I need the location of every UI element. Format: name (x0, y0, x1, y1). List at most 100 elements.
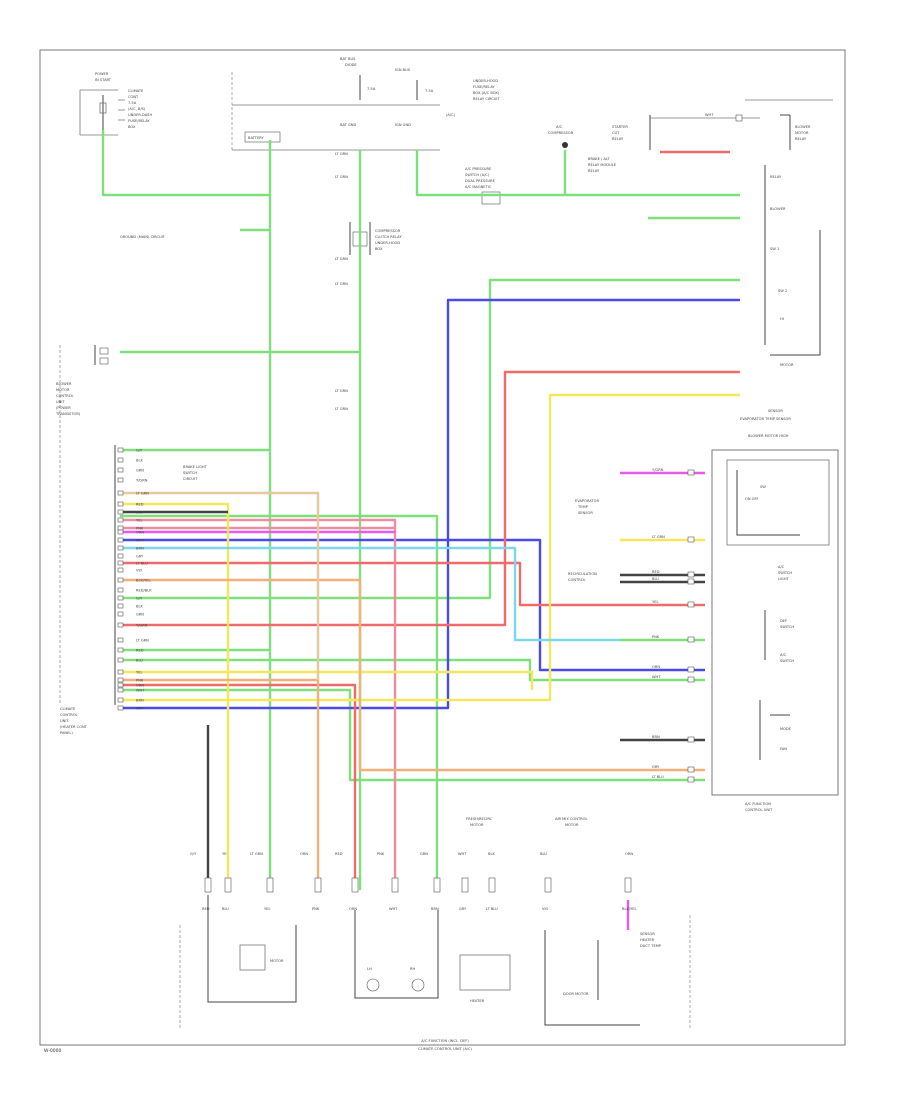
wire-green-4 (415, 150, 740, 197)
svg-text:SWITCH (A/C): SWITCH (A/C) (465, 173, 490, 177)
left-pin (117, 501, 124, 507)
svg-text:WHT: WHT (705, 113, 714, 117)
bottom-connector (433, 877, 441, 893)
svg-text:BOX: BOX (128, 125, 136, 129)
left-pin (117, 553, 124, 559)
right-pin (687, 601, 695, 608)
left-pin-label: YEL (136, 671, 142, 675)
svg-text:PANEL): PANEL) (60, 731, 73, 735)
svg-text:IN START: IN START (95, 78, 112, 82)
left-pin (117, 647, 124, 653)
svg-text:ORN: ORN (300, 852, 308, 856)
left-pin (117, 677, 124, 683)
svg-text:BOX (A/C BOX): BOX (A/C BOX) (473, 91, 500, 95)
svg-text:CIRCUIT: CIRCUIT (183, 477, 198, 481)
svg-text:7.5A: 7.5A (367, 87, 376, 91)
wire-blue-16 (120, 298, 740, 710)
svg-text:IGN BUS: IGN BUS (395, 68, 411, 72)
svg-text:RELAY: RELAY (612, 137, 624, 141)
bottom-connector (391, 877, 399, 893)
left-pin-label: LT GRN (136, 639, 149, 643)
right-pin-label: Y/GRN (652, 468, 664, 472)
svg-text:FUSE/RELAY: FUSE/RELAY (128, 119, 150, 123)
wire-red-18 (120, 683, 357, 890)
right-pin (687, 636, 695, 643)
left-pin-label: GRN (136, 469, 144, 473)
svg-text:PNK: PNK (377, 852, 385, 856)
right-pin (687, 469, 695, 476)
svg-text:A/C: A/C (778, 565, 785, 569)
svg-text:(A/C, B/S): (A/C, B/S) (128, 107, 146, 111)
footer-title-line1: A/C FUNCTION (INCL. DEF) (421, 1039, 469, 1043)
left-pin (117, 447, 124, 453)
svg-text:RELAY CIRCUIT: RELAY CIRCUIT (473, 97, 500, 101)
svg-text:DOOR MOTOR: DOOR MOTOR (563, 992, 589, 996)
svg-text:SENSOR: SENSOR (578, 511, 593, 515)
svg-text:UNIT: UNIT (56, 400, 65, 404)
wire-red-17 (120, 561, 705, 607)
svg-text:CLIMATE: CLIMATE (60, 707, 76, 711)
wire-green-8 (120, 514, 439, 890)
left-pin-label: GRY (136, 707, 144, 711)
left-pin (117, 545, 124, 551)
left-pin (117, 669, 124, 675)
svg-text:DUCT TEMP: DUCT TEMP (640, 944, 662, 948)
left-pin (117, 587, 124, 593)
svg-text:G/Y: G/Y (190, 852, 197, 856)
svg-text:SWITCH: SWITCH (183, 471, 197, 475)
left-pin-label: GRN (136, 613, 144, 617)
right-pin (687, 578, 695, 585)
right-pin (687, 571, 695, 578)
svg-text:MOTOR: MOTOR (56, 388, 70, 392)
left-pin (117, 457, 124, 463)
right-pin-label: PNK (652, 635, 660, 639)
right-unit: SW ON OFF A/C SWITCH LIGHT DEF SWITCH A/… (711, 449, 839, 812)
svg-text:SENSOR: SENSOR (768, 409, 783, 413)
bottom-pin-label: VIO (542, 907, 549, 911)
bottom-pin-label: BRN (431, 907, 439, 911)
wire-yellow-26 (120, 393, 740, 702)
footer-code: W-0000 (44, 1048, 61, 1054)
bottom-pin-label: BLU (222, 907, 229, 911)
svg-text:BLOWER: BLOWER (770, 207, 786, 211)
left-pin (117, 567, 124, 573)
bottom-pin-label: YEL (264, 907, 270, 911)
svg-text:FRESH/RECIRC: FRESH/RECIRC (466, 817, 493, 821)
left-pin (117, 622, 124, 628)
svg-text:A/C FUNCTION: A/C FUNCTION (745, 802, 771, 806)
wire-green-0 (101, 130, 272, 197)
right-pin (687, 766, 695, 773)
svg-text:SWITCH: SWITCH (778, 571, 792, 575)
svg-text:A/C: A/C (556, 125, 563, 129)
svg-text:LIGHT: LIGHT (778, 577, 790, 581)
left-pin (117, 509, 124, 515)
right-pin-label: BRN (652, 735, 660, 739)
svg-text:RELAY: RELAY (770, 175, 782, 179)
svg-text:MOTOR: MOTOR (270, 959, 284, 963)
svg-text:SW: SW (760, 485, 766, 489)
top-left-fuse-block: POWER IN START CLIMATE CONT 7.5A (A/C, B… (79, 72, 152, 136)
right-pin (687, 666, 695, 673)
right-pin (687, 736, 695, 743)
svg-text:A/C MAGNETIC: A/C MAGNETIC (465, 185, 492, 189)
bottom-connector (224, 877, 232, 893)
left-pin (117, 517, 124, 523)
left-pin (117, 525, 124, 531)
left-pin (117, 537, 124, 543)
svg-text:FUSE/RELAY: FUSE/RELAY (473, 85, 495, 89)
svg-text:TEMP: TEMP (577, 505, 589, 509)
left-pin-label: Y/GRN (136, 624, 148, 628)
left-pin-label: RED (136, 649, 144, 653)
svg-text:BRAKE / ALT: BRAKE / ALT (588, 157, 610, 161)
left-pin-label: GRY (136, 555, 144, 559)
svg-text:YEL: YEL (222, 852, 228, 856)
bottom-pin-label: WHT (389, 907, 398, 911)
wire-green-11 (120, 658, 705, 682)
right-pin-label: ORN (652, 665, 660, 669)
svg-text:SWITCH: SWITCH (780, 625, 794, 629)
left-pin-label: BLU (136, 659, 143, 663)
svg-text:HEATER: HEATER (470, 999, 485, 1003)
footer-title-line2: CLIMATE CONTROL UNIT (A/C) (418, 1047, 472, 1051)
svg-text:STARTER: STARTER (612, 125, 628, 129)
